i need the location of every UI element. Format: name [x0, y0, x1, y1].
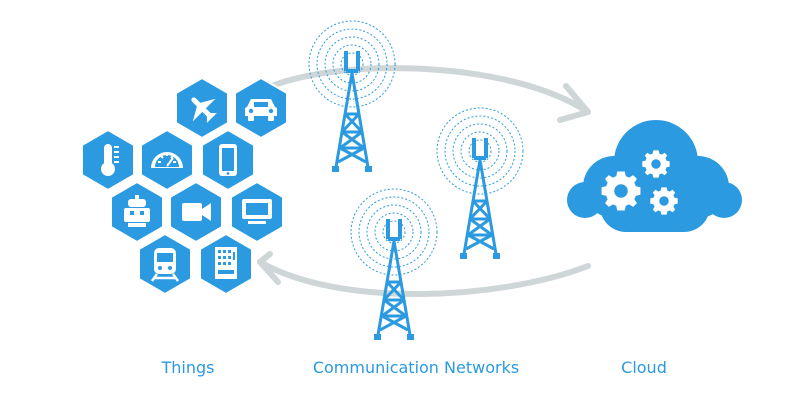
things-label: Things [161, 358, 215, 377]
monitor-icon [242, 199, 272, 224]
arrow-to-things-head [257, 251, 281, 285]
speedometer-icon [151, 152, 183, 168]
arrow-to-cloud [247, 65, 591, 115]
flow-arrows [247, 65, 591, 297]
airplane-icon [191, 97, 217, 123]
gear-icon [601, 171, 641, 211]
vending-machine-icon [215, 247, 237, 279]
arrow-to-cloud-head [557, 83, 591, 123]
smartphone-icon [219, 144, 237, 176]
video-camera-icon [182, 203, 211, 221]
train-icon [150, 248, 180, 282]
car-icon [245, 99, 277, 121]
gear-icon [642, 150, 670, 178]
thermometer-icon [101, 144, 119, 176]
communication-networks-label: Communication Networks [312, 358, 520, 377]
arrow-to-things [257, 259, 591, 297]
cell-tower-icon [307, 19, 397, 174]
robot-icon [124, 195, 150, 227]
cloud-label: Cloud [621, 358, 667, 377]
gear-icon [650, 187, 678, 215]
cell-tower-icon [435, 106, 525, 261]
cell-tower-icon [349, 187, 439, 342]
